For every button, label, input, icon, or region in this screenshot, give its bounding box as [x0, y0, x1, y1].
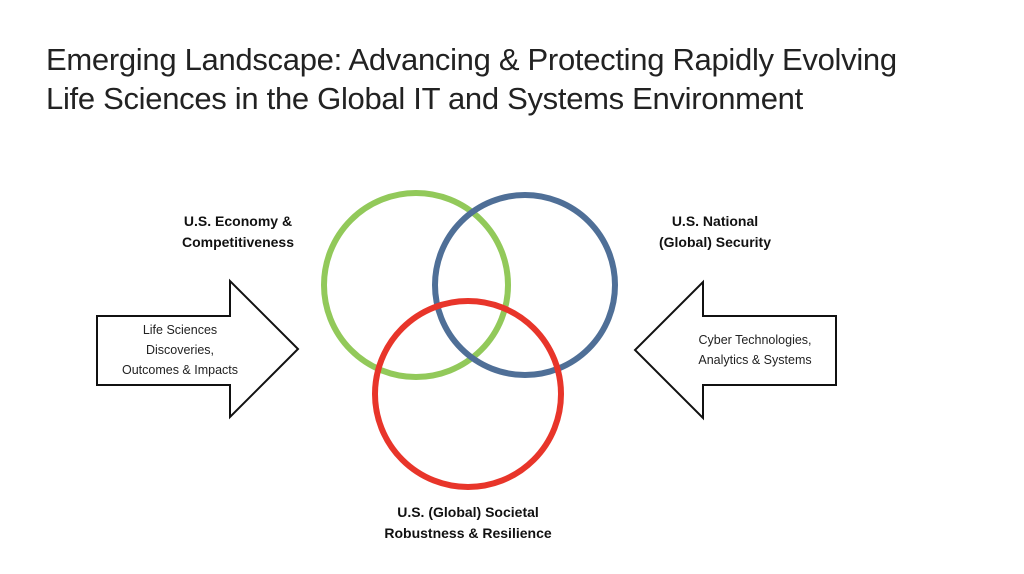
left-arrow-right-pointing-icon — [96, 278, 300, 420]
left-arrow-line-2: Discoveries, — [145, 343, 215, 357]
societal-label: U.S. (Global) Societal Robustness & Resi… — [360, 502, 576, 544]
left-arrow-text: Life Sciences Discoveries, Outcomes & Im… — [100, 320, 260, 380]
title-line-1: Emerging Landscape: Advancing & Protecti… — [46, 42, 897, 77]
economy-label-line-1: U.S. Economy & — [183, 213, 293, 229]
security-label: U.S. National (Global) Security — [645, 211, 785, 253]
economy-circle — [321, 190, 511, 380]
societal-label-line-1: U.S. (Global) Societal — [397, 504, 539, 520]
left-arrow-line-1: Life Sciences — [142, 323, 218, 337]
economy-label: U.S. Economy & Competitiveness — [168, 211, 308, 253]
right-arrow-line-1: Cyber Technologies, — [698, 333, 812, 347]
security-label-line-2: (Global) Security — [658, 234, 772, 250]
economy-label-line-2: Competitiveness — [181, 234, 295, 250]
right-arrow-line-2: Analytics & Systems — [698, 353, 812, 367]
societal-label-line-2: Robustness & Resilience — [384, 525, 552, 541]
right-arrow-text: Cyber Technologies, Analytics & Systems — [680, 330, 830, 370]
slide-title: Emerging Landscape: Advancing & Protecti… — [46, 40, 897, 118]
left-arrow-line-3: Outcomes & Impacts — [121, 363, 238, 377]
security-label-line-1: U.S. National — [671, 213, 759, 229]
societal-circle — [372, 298, 564, 490]
title-line-2: Life Sciences in the Global IT and Syste… — [46, 81, 803, 116]
right-arrow-left-pointing-icon — [633, 279, 837, 421]
security-circle — [432, 192, 618, 378]
